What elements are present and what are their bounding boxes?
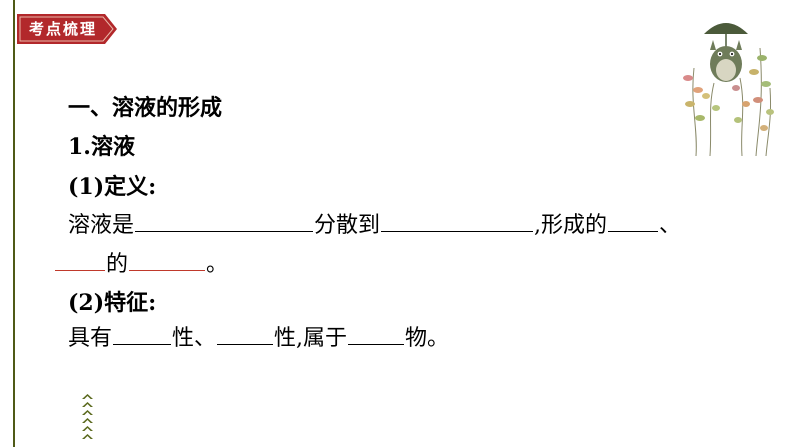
definition-line-1: 溶液是 分散到 ,形成的 、	[68, 210, 681, 240]
section-badge: 考点梳理	[17, 14, 119, 44]
feature-text-1: 具有	[68, 326, 113, 351]
badge-label: 考点梳理	[28, 20, 97, 38]
blank-feature-1[interactable]	[113, 323, 172, 345]
blank-property-2[interactable]	[55, 249, 105, 271]
definition-text-4: 、	[659, 213, 682, 238]
definition-label: (1)定义:	[68, 174, 157, 200]
definition-line-2: 的。	[54, 249, 228, 279]
blank-solvent[interactable]	[381, 210, 534, 232]
definition-text-2: 分散到	[314, 213, 381, 238]
feature-text-4: 物。	[405, 326, 450, 351]
section-heading: 一、溶液的形成	[68, 95, 223, 121]
subsection-heading: 1.溶液	[68, 134, 135, 160]
definition-text-6: 。	[206, 252, 229, 277]
definition-text-1: 溶液是	[68, 213, 135, 238]
blank-feature-2[interactable]	[217, 323, 274, 345]
feature-text-3: 性,属于	[274, 326, 348, 351]
totoro-plants-illustration	[676, 8, 776, 162]
definition-text-3: ,形成的	[534, 213, 608, 238]
feature-text-2: 性、	[172, 326, 217, 351]
badge-background	[17, 14, 117, 44]
feature-label: (2)特征:	[68, 290, 157, 316]
blank-feature-3[interactable]	[348, 323, 405, 345]
blank-mixture[interactable]	[129, 249, 206, 271]
blank-property-1[interactable]	[608, 210, 659, 232]
blank-solute[interactable]	[135, 210, 314, 232]
definition-text-5: 的	[106, 252, 129, 277]
feature-line: 具有 性、 性,属于 物。	[68, 323, 449, 353]
left-accent-rule	[13, 0, 15, 447]
